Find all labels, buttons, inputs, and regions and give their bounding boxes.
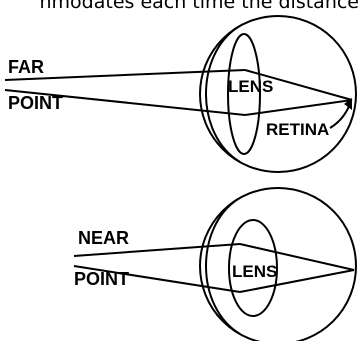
retina-arrowhead [344, 98, 352, 110]
lens-thick [228, 219, 278, 317]
far-point-eye-diagram: FAR POINT LENS RETINA [4, 15, 357, 173]
ray-upper-bottom [73, 243, 241, 257]
retina-pointer-line [329, 103, 351, 129]
cornea-curve [205, 26, 241, 163]
ray-lower-converge [244, 99, 353, 116]
ray-lower [4, 89, 246, 116]
lens-thin [227, 33, 261, 155]
lens-label-bottom: LENS [232, 262, 277, 281]
ray-upper [4, 69, 246, 81]
ray-upper-converge [244, 69, 353, 101]
ray-lower-bottom [73, 265, 241, 293]
ray-upper-converge-bottom [239, 243, 355, 271]
eyeball-outline [199, 15, 357, 173]
far-label: FAR [8, 57, 44, 77]
retina-label: RETINA [266, 120, 329, 139]
lens-label-top: LENS [228, 77, 273, 96]
near-point-eye-diagram: NEAR POINT LENS [73, 187, 357, 345]
ray-lower-converge-bottom [239, 269, 355, 293]
near-label: NEAR [78, 228, 129, 248]
point-label-bottom: POINT [74, 269, 129, 289]
point-label-top: POINT [8, 93, 63, 113]
caption-text: nmodates each time the distance [39, 0, 359, 13]
cornea-curve-bottom [205, 198, 241, 335]
